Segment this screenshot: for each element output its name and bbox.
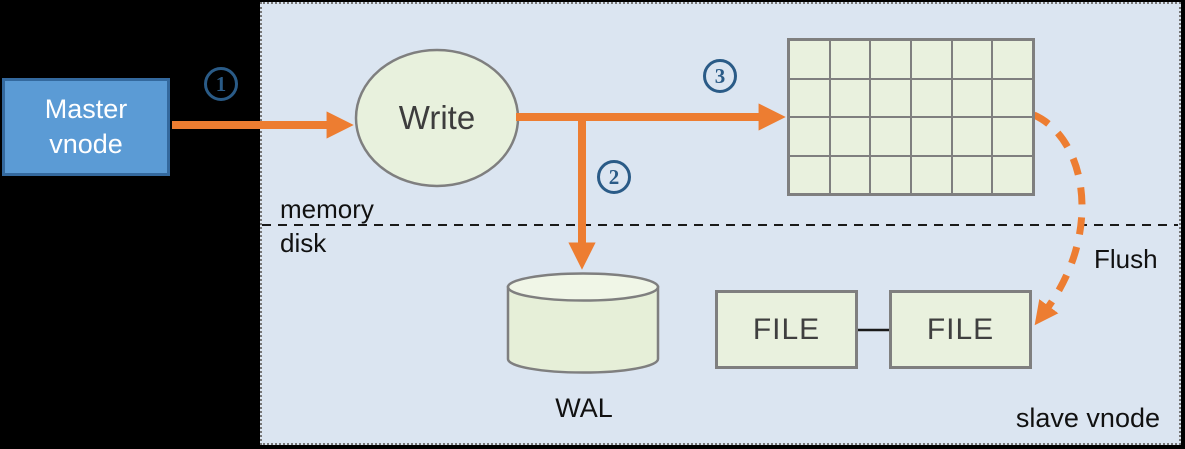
step3-badge: 3 [703,59,737,93]
memtable-cell [830,41,870,78]
memtable-cell [871,79,910,116]
memtable-cell [952,41,992,78]
master-vnode-box: Master vnode [2,78,170,176]
step1-badge: 1 [204,67,238,101]
memtable-cell [790,118,829,155]
file-label: FILE [752,312,821,346]
memtable-cell [790,41,829,78]
wal-label: WAL [555,393,613,423]
slave-vnode-label: slave vnode [1015,403,1160,433]
memtable-grid [787,38,1035,196]
file-box: FILE [889,290,1032,369]
flush-label: Flush [1094,244,1158,274]
memtable-cell [993,118,1032,155]
memtable-cell [952,118,992,155]
memtable-cell [830,79,870,116]
wal-cylinder-top [506,272,660,302]
memtable-cell [912,156,951,193]
memtable-cell [952,156,992,193]
disk-label: disk [280,228,327,258]
memtable-cell [790,156,829,193]
memory-label: memory [280,194,374,224]
memtable-cell [952,79,992,116]
memtable-cell [993,79,1032,116]
memtable-cell [871,156,910,193]
file-label: FILE [926,312,995,346]
memtable-cell [871,118,910,155]
write-label: Write [398,99,476,136]
memtable-cell [790,79,829,116]
memtable-cell [912,79,951,116]
step2-badge: 2 [597,160,631,194]
memtable-cell [993,41,1032,78]
flush-arrow [1032,111,1086,326]
memtable-cell [912,118,951,155]
memtable-cell [912,41,951,78]
memtable-cell [830,156,870,193]
memtable-cell [871,41,910,78]
file-box: FILE [715,290,858,369]
memtable-cell [830,118,870,155]
wal-cylinder [506,285,660,374]
master-vnode-label: Master vnode [44,94,128,159]
memtable-cell [993,156,1032,193]
